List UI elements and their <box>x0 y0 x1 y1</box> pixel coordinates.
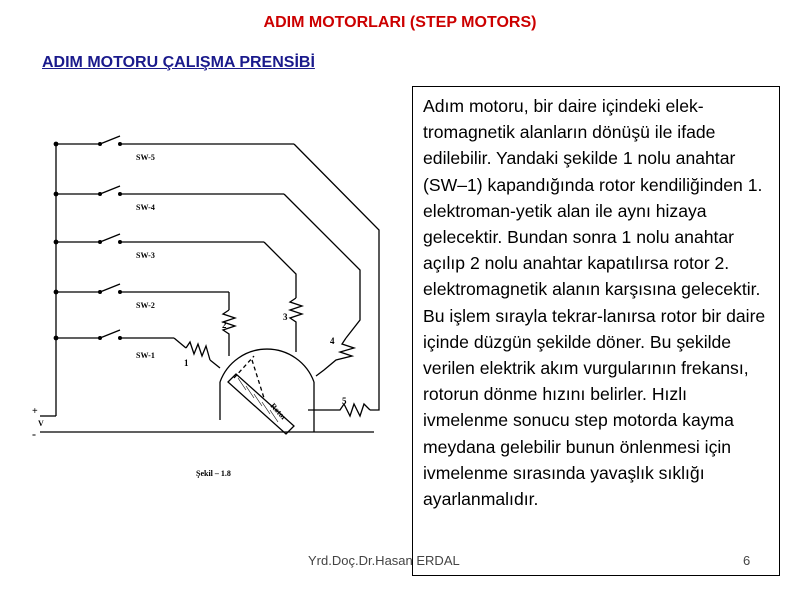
coil-label: 1 <box>184 358 189 368</box>
coil-label: 2 <box>222 320 227 330</box>
explanation-text: Adım motoru, bir daire içindeki elek-tro… <box>423 96 766 510</box>
page-number: 6 <box>743 553 751 568</box>
switch-label: SW-5 <box>136 153 155 162</box>
step-motor-diagram: SW-5 SW-4 SW-3 SW-2 SW-1 1 2 3 4 5 Rotor… <box>32 135 380 478</box>
plus-terminal: + <box>32 406 38 417</box>
figure-caption: Şekil – 1.8 <box>196 469 231 478</box>
switch-label: SW-1 <box>136 351 155 360</box>
switch-label: SW-3 <box>136 251 155 260</box>
coil-label: 3 <box>283 312 288 322</box>
slide-title: ADIM MOTORLARI (STEP MOTORS) <box>263 14 537 31</box>
coil-label: 4 <box>330 336 335 346</box>
footer-author: Yrd.Doç.Dr.Hasan ERDAL <box>308 553 460 568</box>
voltage-label: V <box>38 419 44 428</box>
switch-label: SW-4 <box>136 203 155 212</box>
coil-label: 5 <box>342 396 347 406</box>
switch-label: SW-2 <box>136 301 155 310</box>
minus-terminal: - <box>32 427 36 441</box>
slide-subtitle: ADIM MOTORU ÇALIŞMA PRENSİBİ <box>42 54 315 71</box>
explanation-textbox: Adım motoru, bir daire içindeki elek-tro… <box>412 86 780 576</box>
